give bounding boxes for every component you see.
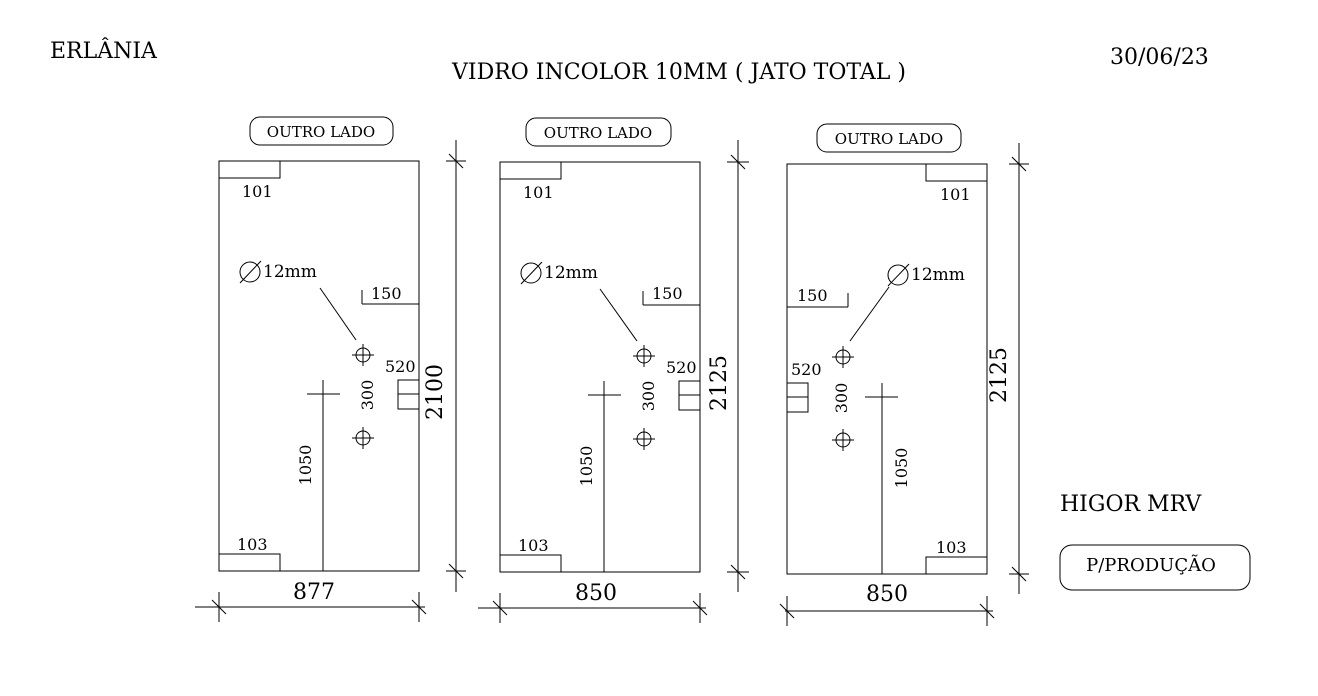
- hole-offset-label: 150: [371, 284, 402, 303]
- hole-top: [633, 345, 655, 367]
- panel-outline: [218, 160, 420, 572]
- side-label: OUTRO LADO: [835, 130, 943, 148]
- top-piece-label: 101: [242, 182, 273, 201]
- hole-bottom: [832, 429, 854, 451]
- top-piece-label: 101: [940, 185, 971, 204]
- top-cutout: [218, 160, 281, 179]
- side-label-pill: [816, 123, 962, 153]
- center-height-label: 1050: [296, 445, 315, 486]
- hole-bottom: [352, 427, 374, 449]
- leader-line: [849, 286, 890, 342]
- bottom-piece-label: 103: [518, 536, 549, 555]
- hole-offset-label: 150: [797, 286, 828, 305]
- top-cutout: [499, 161, 562, 180]
- project-name: HIGOR MRV: [1060, 492, 1202, 517]
- diameter-symbol-icon: [520, 262, 542, 284]
- glass-panel-1: OUTRO LADO 101 103 12mm 150 300 520 1050: [195, 116, 466, 622]
- status-badge: [1059, 544, 1251, 591]
- bottom-piece-label: 103: [936, 538, 967, 557]
- hole-bottom: [633, 428, 655, 450]
- drawing-title: VIDRO INCOLOR 10MM ( JATO TOTAL ): [451, 60, 906, 85]
- leader-line: [319, 287, 357, 341]
- leader-line: [599, 288, 638, 342]
- hole-spacing-label: 300: [639, 381, 658, 412]
- hole-top: [352, 344, 374, 366]
- hinge-gap-label: 520: [666, 358, 697, 377]
- panel-outline: [786, 163, 988, 575]
- side-label: OUTRO LADO: [544, 124, 652, 142]
- hinge-gap-label: 520: [385, 357, 416, 376]
- panel-outline: [499, 161, 701, 573]
- status-label: P/PRODUÇÃO: [1086, 554, 1216, 576]
- height-label: 2100: [423, 364, 448, 420]
- hole-diameter-label: 12mm: [263, 262, 317, 282]
- height-label: 2125: [987, 347, 1012, 403]
- diameter-symbol-icon: [887, 264, 909, 286]
- drawing-date: 30/06/23: [1110, 45, 1209, 70]
- glass-panel-3: OUTRO LADO 101 103 12mm 150 300 520 1050: [779, 123, 1029, 626]
- bottom-cutout: [218, 553, 281, 572]
- hole-diameter-label: 12mm: [544, 263, 598, 283]
- width-label: 850: [866, 582, 908, 607]
- diameter-symbol-icon: [239, 261, 261, 283]
- center-height-label: 1050: [892, 448, 911, 489]
- hinge-gap-label: 520: [791, 360, 822, 379]
- hole-top: [832, 346, 854, 368]
- width-label: 850: [575, 581, 617, 606]
- side-label-pill: [525, 117, 672, 147]
- bottom-cutout: [925, 556, 988, 575]
- side-label: OUTRO LADO: [267, 123, 375, 141]
- hole-diameter-label: 12mm: [911, 265, 965, 285]
- hole-spacing-label: 300: [358, 380, 377, 411]
- center-height-label: 1050: [577, 446, 596, 487]
- hole-offset-label: 150: [652, 284, 683, 303]
- top-piece-label: 101: [523, 183, 554, 202]
- glass-panel-2: OUTRO LADO 101 103 12mm 150 300 520 1050: [478, 117, 749, 623]
- client-name: ERLÂNIA: [50, 37, 158, 64]
- bottom-piece-label: 103: [237, 535, 268, 554]
- height-label: 2125: [707, 355, 732, 411]
- hole-spacing-label: 300: [832, 383, 851, 414]
- width-label: 877: [293, 580, 335, 605]
- bottom-cutout: [499, 554, 562, 573]
- side-label-pill: [249, 116, 394, 146]
- top-cutout: [925, 163, 988, 182]
